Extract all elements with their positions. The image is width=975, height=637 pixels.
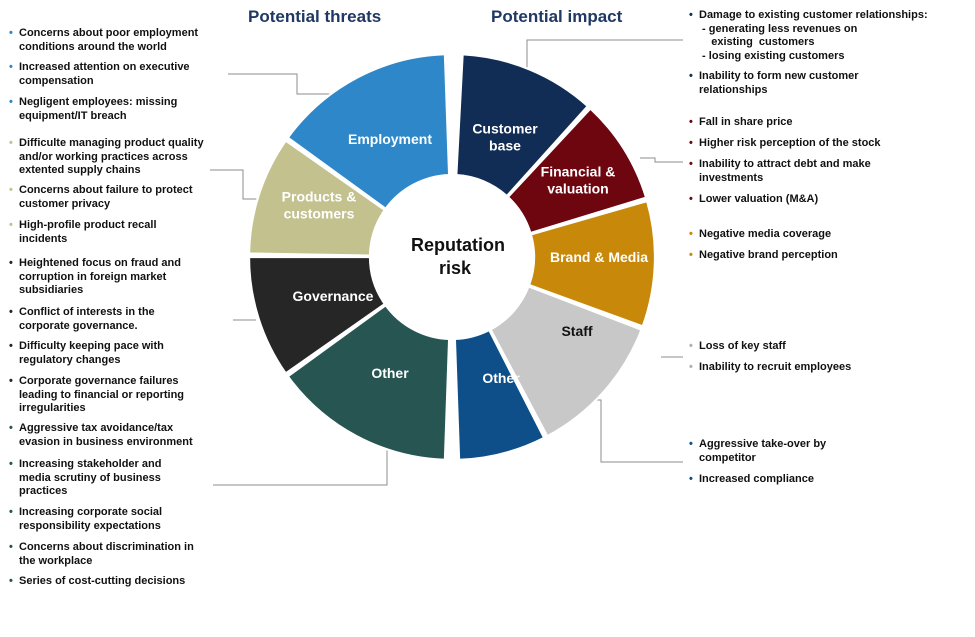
segment-brand bbox=[527, 199, 657, 328]
segment-staff bbox=[489, 284, 643, 438]
segment-label-products: Products & bbox=[282, 189, 357, 205]
connector-line bbox=[575, 399, 683, 463]
segment-other-impact bbox=[453, 328, 546, 462]
center-label-line1: Reputation bbox=[411, 235, 505, 255]
segment-label-employment: Employment bbox=[348, 131, 432, 147]
segment-label-other-threats: Other bbox=[371, 365, 409, 381]
segment-label-governance: Governance bbox=[293, 288, 374, 304]
segment-label-customer-base: Customer bbox=[472, 121, 538, 137]
connector-line bbox=[526, 39, 683, 82]
segment-label-brand: Brand & Media bbox=[550, 249, 648, 265]
segment-governance bbox=[247, 255, 387, 375]
center-label-line2: risk bbox=[439, 258, 472, 278]
segment-label-products: customers bbox=[284, 206, 355, 222]
connector-line bbox=[213, 435, 388, 486]
connector-line bbox=[640, 157, 683, 163]
segment-other-threats bbox=[286, 303, 451, 462]
segment-label-staff: Staff bbox=[561, 323, 592, 339]
segment-employment bbox=[286, 52, 451, 211]
segment-label-customer-base: base bbox=[489, 138, 521, 154]
segment-label-other-impact: Other bbox=[482, 370, 520, 386]
segment-customer-base bbox=[455, 53, 590, 198]
potential-threats-heading: Potential threats bbox=[248, 7, 382, 26]
segment-label-financial: Financial & bbox=[541, 164, 616, 180]
segment-label-financial: valuation bbox=[547, 181, 608, 197]
center-circle bbox=[376, 181, 528, 333]
segment-financial bbox=[506, 106, 648, 235]
segment-products bbox=[247, 139, 387, 257]
potential-impact-heading: Potential impact bbox=[491, 7, 623, 26]
